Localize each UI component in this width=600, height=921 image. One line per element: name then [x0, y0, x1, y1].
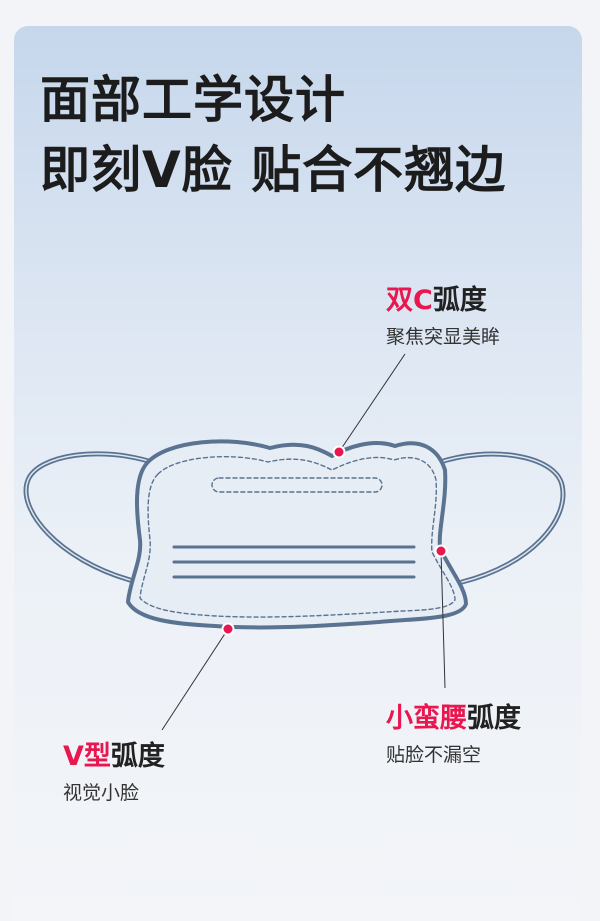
marker-dot-waist: [434, 544, 448, 558]
callout-subtitle: 聚焦突显美眸: [386, 326, 501, 348]
mask-body: [126, 439, 468, 630]
callout-double-c: 双C弧度 聚焦突显美眸: [386, 284, 500, 350]
callout-waist: 小蛮腰弧度 贴脸不漏空: [386, 702, 521, 768]
right-ear-loop: [434, 451, 566, 585]
leader-line-waist: [440, 550, 446, 689]
mask-seam: [139, 455, 456, 618]
nose-bar: [211, 477, 383, 493]
callout-title: 小蛮腰弧度: [386, 702, 521, 736]
callout-title: 双C弧度: [386, 284, 500, 318]
callout-accent-text: 双C: [386, 285, 433, 316]
leader-line-v-shape: [161, 628, 229, 731]
callout-v-shape: V型弧度 视觉小脸: [63, 740, 165, 806]
marker-dot-double-c: [332, 445, 346, 459]
leader-line-double-c: [338, 353, 406, 453]
callout-title: V型弧度: [63, 740, 165, 774]
marker-dot-v-shape: [221, 622, 235, 636]
callout-subtitle: 贴脸不漏空: [386, 744, 482, 766]
callout-subtitle: 视觉小脸: [63, 782, 140, 804]
callout-accent-text: V型: [63, 741, 111, 772]
headline-line-1: 面部工学设计: [40, 71, 346, 129]
headline-line-2: 即刻V脸 贴合不翘边: [40, 141, 507, 199]
callout-accent-text: 小蛮腰: [386, 703, 467, 734]
callout-title-text: 弧度: [432, 285, 487, 316]
callout-title-text: 弧度: [110, 741, 165, 772]
callout-title-text: 弧度: [467, 703, 521, 734]
